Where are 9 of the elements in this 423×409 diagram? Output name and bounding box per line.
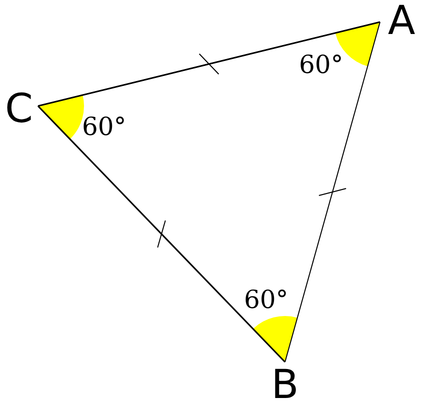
angle-label: 60° [82,114,126,139]
vertex-label: C [0,88,38,130]
triangle-side [284,22,380,362]
triangle-side [37,105,286,363]
angle-label: 60° [299,52,344,77]
vertex-label: B [266,362,304,408]
angle-label: 60° [244,287,288,312]
triangle-side [38,21,380,107]
vertex-label: A [380,0,423,42]
